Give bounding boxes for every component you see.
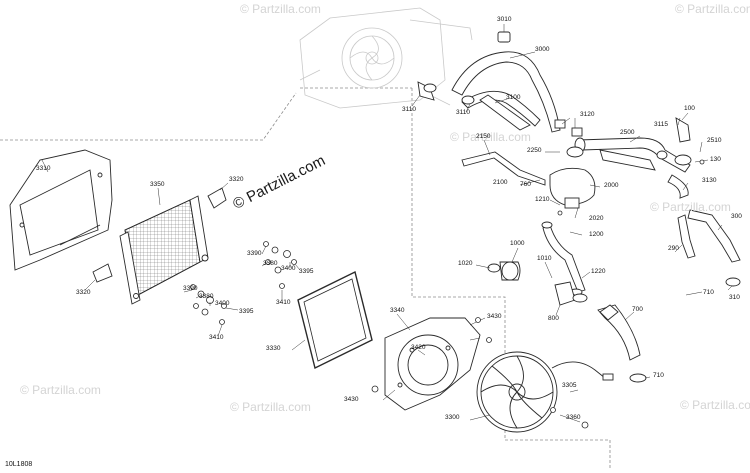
label-2020: 2020 bbox=[589, 215, 604, 222]
label-290: 290 bbox=[668, 245, 679, 252]
label-1220: 1220 bbox=[591, 268, 606, 275]
label-3410: 3410 bbox=[209, 334, 224, 341]
label-710: 710 bbox=[653, 372, 664, 379]
ghost-frame-assembly bbox=[299, 7, 473, 109]
label-3410: 3410 bbox=[276, 299, 291, 306]
watermark: © Partzilla.com bbox=[680, 398, 750, 412]
bracket-upper bbox=[207, 187, 227, 209]
fan-bracket bbox=[384, 317, 481, 411]
cooling-fan bbox=[476, 351, 614, 433]
label-3320: 3320 bbox=[76, 289, 91, 296]
label-3330: 3330 bbox=[266, 345, 281, 352]
label-3305: 3305 bbox=[562, 382, 577, 389]
coolant-hoses bbox=[417, 31, 741, 383]
subassembly-boundary bbox=[0, 87, 611, 468]
watermark: © Partzilla.com bbox=[650, 200, 731, 214]
watermark: © Partzilla.com bbox=[230, 400, 311, 414]
radiator-shroud bbox=[9, 149, 113, 271]
mounting-hardware bbox=[190, 241, 297, 325]
label-300: 300 bbox=[731, 213, 742, 220]
label-3100: 3100 bbox=[506, 94, 521, 101]
label-3430: 3430 bbox=[344, 396, 359, 403]
small-fasteners bbox=[371, 159, 705, 429]
label-1010: 1010 bbox=[537, 255, 552, 262]
watermark: © Partzilla.com bbox=[240, 2, 321, 16]
diagram-code: 10L1808 bbox=[5, 461, 33, 468]
label-3380: 3380 bbox=[199, 293, 214, 300]
label-3010: 3010 bbox=[497, 16, 512, 23]
label-100: 100 bbox=[684, 105, 695, 112]
label-2000: 2000 bbox=[604, 182, 619, 189]
label-700: 700 bbox=[632, 306, 643, 313]
label-3390: 3390 bbox=[183, 285, 198, 292]
label-3400: 3400 bbox=[281, 265, 296, 272]
label-2150: 2150 bbox=[476, 133, 491, 140]
label-800: 800 bbox=[548, 315, 559, 322]
label-2250: 2250 bbox=[527, 147, 542, 154]
watermark: © Partzilla.com bbox=[675, 2, 750, 16]
label-3320: 3320 bbox=[229, 176, 244, 183]
label-2500: 2500 bbox=[620, 129, 635, 136]
label-3420: 3420 bbox=[411, 344, 426, 351]
label-3300: 3300 bbox=[445, 414, 460, 421]
label-1020: 1020 bbox=[458, 260, 473, 267]
radiator bbox=[119, 195, 209, 305]
label-3350: 3350 bbox=[150, 181, 165, 188]
label-3395: 3395 bbox=[299, 268, 314, 275]
label-3120: 3120 bbox=[580, 111, 595, 118]
label-3000: 3000 bbox=[535, 46, 550, 53]
label-130: 130 bbox=[710, 156, 721, 163]
label-1000: 1000 bbox=[510, 240, 525, 247]
label-2510: 2510 bbox=[707, 137, 722, 144]
watermark: © Partzilla.com bbox=[20, 383, 101, 397]
label-2100: 2100 bbox=[493, 179, 508, 186]
label-3395: 3395 bbox=[239, 308, 254, 315]
label-3340: 3340 bbox=[390, 307, 405, 314]
label-710: 710 bbox=[703, 289, 714, 296]
label-3380: 3380 bbox=[263, 260, 278, 267]
label-310: 310 bbox=[729, 294, 740, 301]
radiator-seal bbox=[297, 270, 373, 370]
label-3110: 3110 bbox=[456, 109, 470, 116]
label-1200: 1200 bbox=[589, 231, 604, 238]
label-1210: 1210 bbox=[535, 196, 550, 203]
label-3110: 3110 bbox=[402, 106, 416, 113]
bracket-lower bbox=[92, 263, 113, 283]
label-3360: 3360 bbox=[566, 414, 581, 421]
label-3390: 3390 bbox=[247, 250, 262, 257]
label-3400: 3400 bbox=[215, 300, 230, 307]
label-3130: 3130 bbox=[702, 177, 717, 184]
label-760: 760 bbox=[520, 181, 531, 188]
watermark: © Partzilla.com bbox=[450, 130, 531, 144]
leader-lines bbox=[41, 24, 733, 423]
label-3430: 3430 bbox=[487, 313, 502, 320]
label-3115: 3115 bbox=[654, 121, 668, 128]
label-3310: 3310 bbox=[36, 165, 51, 172]
